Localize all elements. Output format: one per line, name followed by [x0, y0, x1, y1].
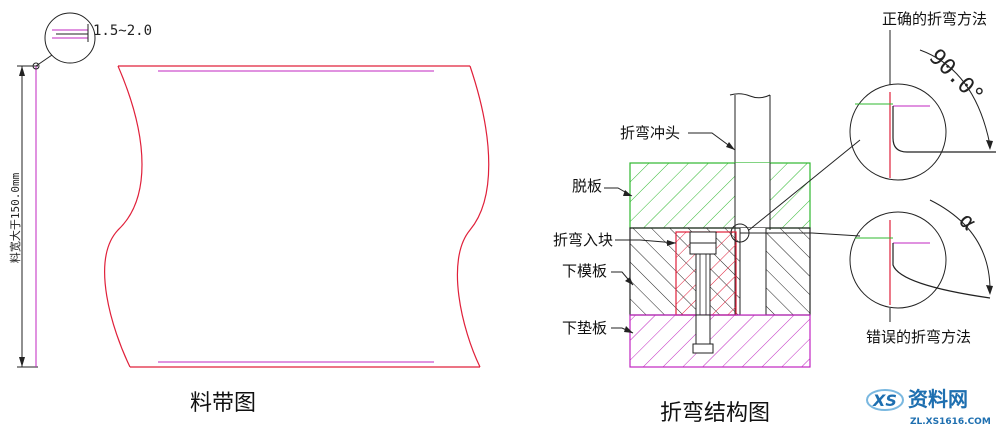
strip-caption: 料带图	[190, 391, 256, 416]
label-stripper: 脱板	[572, 177, 633, 197]
structure-caption: 折弯结构图	[660, 401, 770, 426]
watermark-name: 资料网	[908, 387, 968, 411]
label-lower-die: 下模板	[562, 262, 634, 286]
strip-outline	[104, 65, 490, 368]
svg-text:折弯冲头: 折弯冲头	[620, 124, 680, 142]
watermark-url: ZL.XS1616.COM	[910, 417, 991, 427]
label-backing-plate: 下垫板	[562, 319, 634, 337]
wrong-bend-title: 错误的折弯方法	[866, 328, 971, 346]
gap-dimension-text: 1.5~2.0	[93, 23, 152, 39]
bending-insert	[675, 231, 737, 345]
watermark: XS 资料网 ZL.XS1616.COM	[866, 387, 991, 427]
label-punch: 折弯冲头	[620, 124, 736, 151]
wrong-bend-detail: α 错误的折弯方法	[849, 199, 993, 346]
height-dimension-text: 料宽大于150.0mm	[8, 172, 22, 263]
svg-text:下垫板: 下垫板	[562, 319, 607, 337]
height-dimension: 料宽大于150.0mm	[8, 65, 38, 368]
svg-text:脱板: 脱板	[572, 177, 602, 195]
svg-text:XS: XS	[872, 391, 897, 410]
backing-plate	[629, 314, 811, 368]
bending-structure-panel: 折弯冲头 脱板 折弯入块 下模板 下垫板 正确的折弯方法	[553, 10, 996, 426]
gap-detail-circle: 1.5~2.0	[32, 12, 152, 70]
stripper-plate	[629, 162, 811, 229]
correct-bend-detail: 正确的折弯方法 90.0°	[849, 10, 996, 181]
correct-bend-title: 正确的折弯方法	[882, 10, 987, 28]
watermark-logo: XS	[866, 389, 904, 411]
bend-point	[730, 139, 861, 243]
svg-text:下模板: 下模板	[562, 262, 607, 280]
strip-layout-panel: 料宽大于150.0mm 1.5~2.0 料带图	[8, 12, 490, 416]
svg-text:折弯入块: 折弯入块	[553, 231, 613, 249]
label-insert: 折弯入块	[553, 231, 677, 249]
angle-wrong: α	[954, 209, 981, 236]
